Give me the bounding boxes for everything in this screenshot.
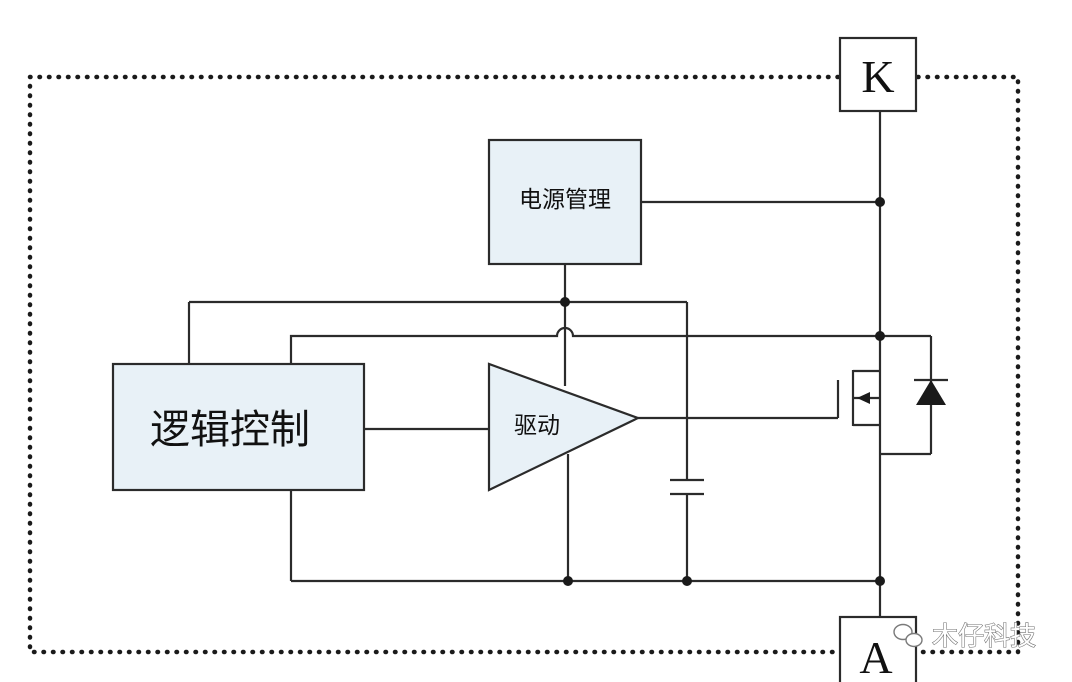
wiring (187, 111, 882, 617)
mosfet-switch (836, 369, 880, 427)
diode-triangle (916, 380, 946, 405)
package-border (27, 74, 1021, 655)
watermark: 木仔科技 (893, 621, 1037, 653)
logic-control-block: 逻辑控制 (111, 362, 366, 492)
junction-dot (875, 576, 885, 586)
junction-dot (875, 331, 885, 341)
junction-dot (875, 197, 885, 207)
mosfet-arrow (857, 392, 870, 404)
power-management-block: 电源管理 (487, 138, 643, 266)
wechat-icon (893, 623, 923, 648)
driver-label: 驱动 (514, 413, 560, 439)
cathode-label: K (861, 51, 894, 102)
logic-control-label: 逻辑控制 (150, 407, 310, 453)
junctions (560, 197, 885, 586)
body-diode (880, 334, 948, 456)
junction-dot (682, 576, 692, 586)
junction-dot (560, 297, 570, 307)
power-management-label: 电源管理 (519, 187, 611, 213)
driver-block: 驱动 (487, 362, 641, 492)
watermark-text: 木仔科技 (932, 622, 1036, 652)
sense-wire (289, 326, 880, 364)
junction-dot (563, 576, 573, 586)
capacitor (670, 478, 704, 496)
anode-label: A (859, 632, 892, 682)
cathode-terminal: K (838, 36, 918, 113)
